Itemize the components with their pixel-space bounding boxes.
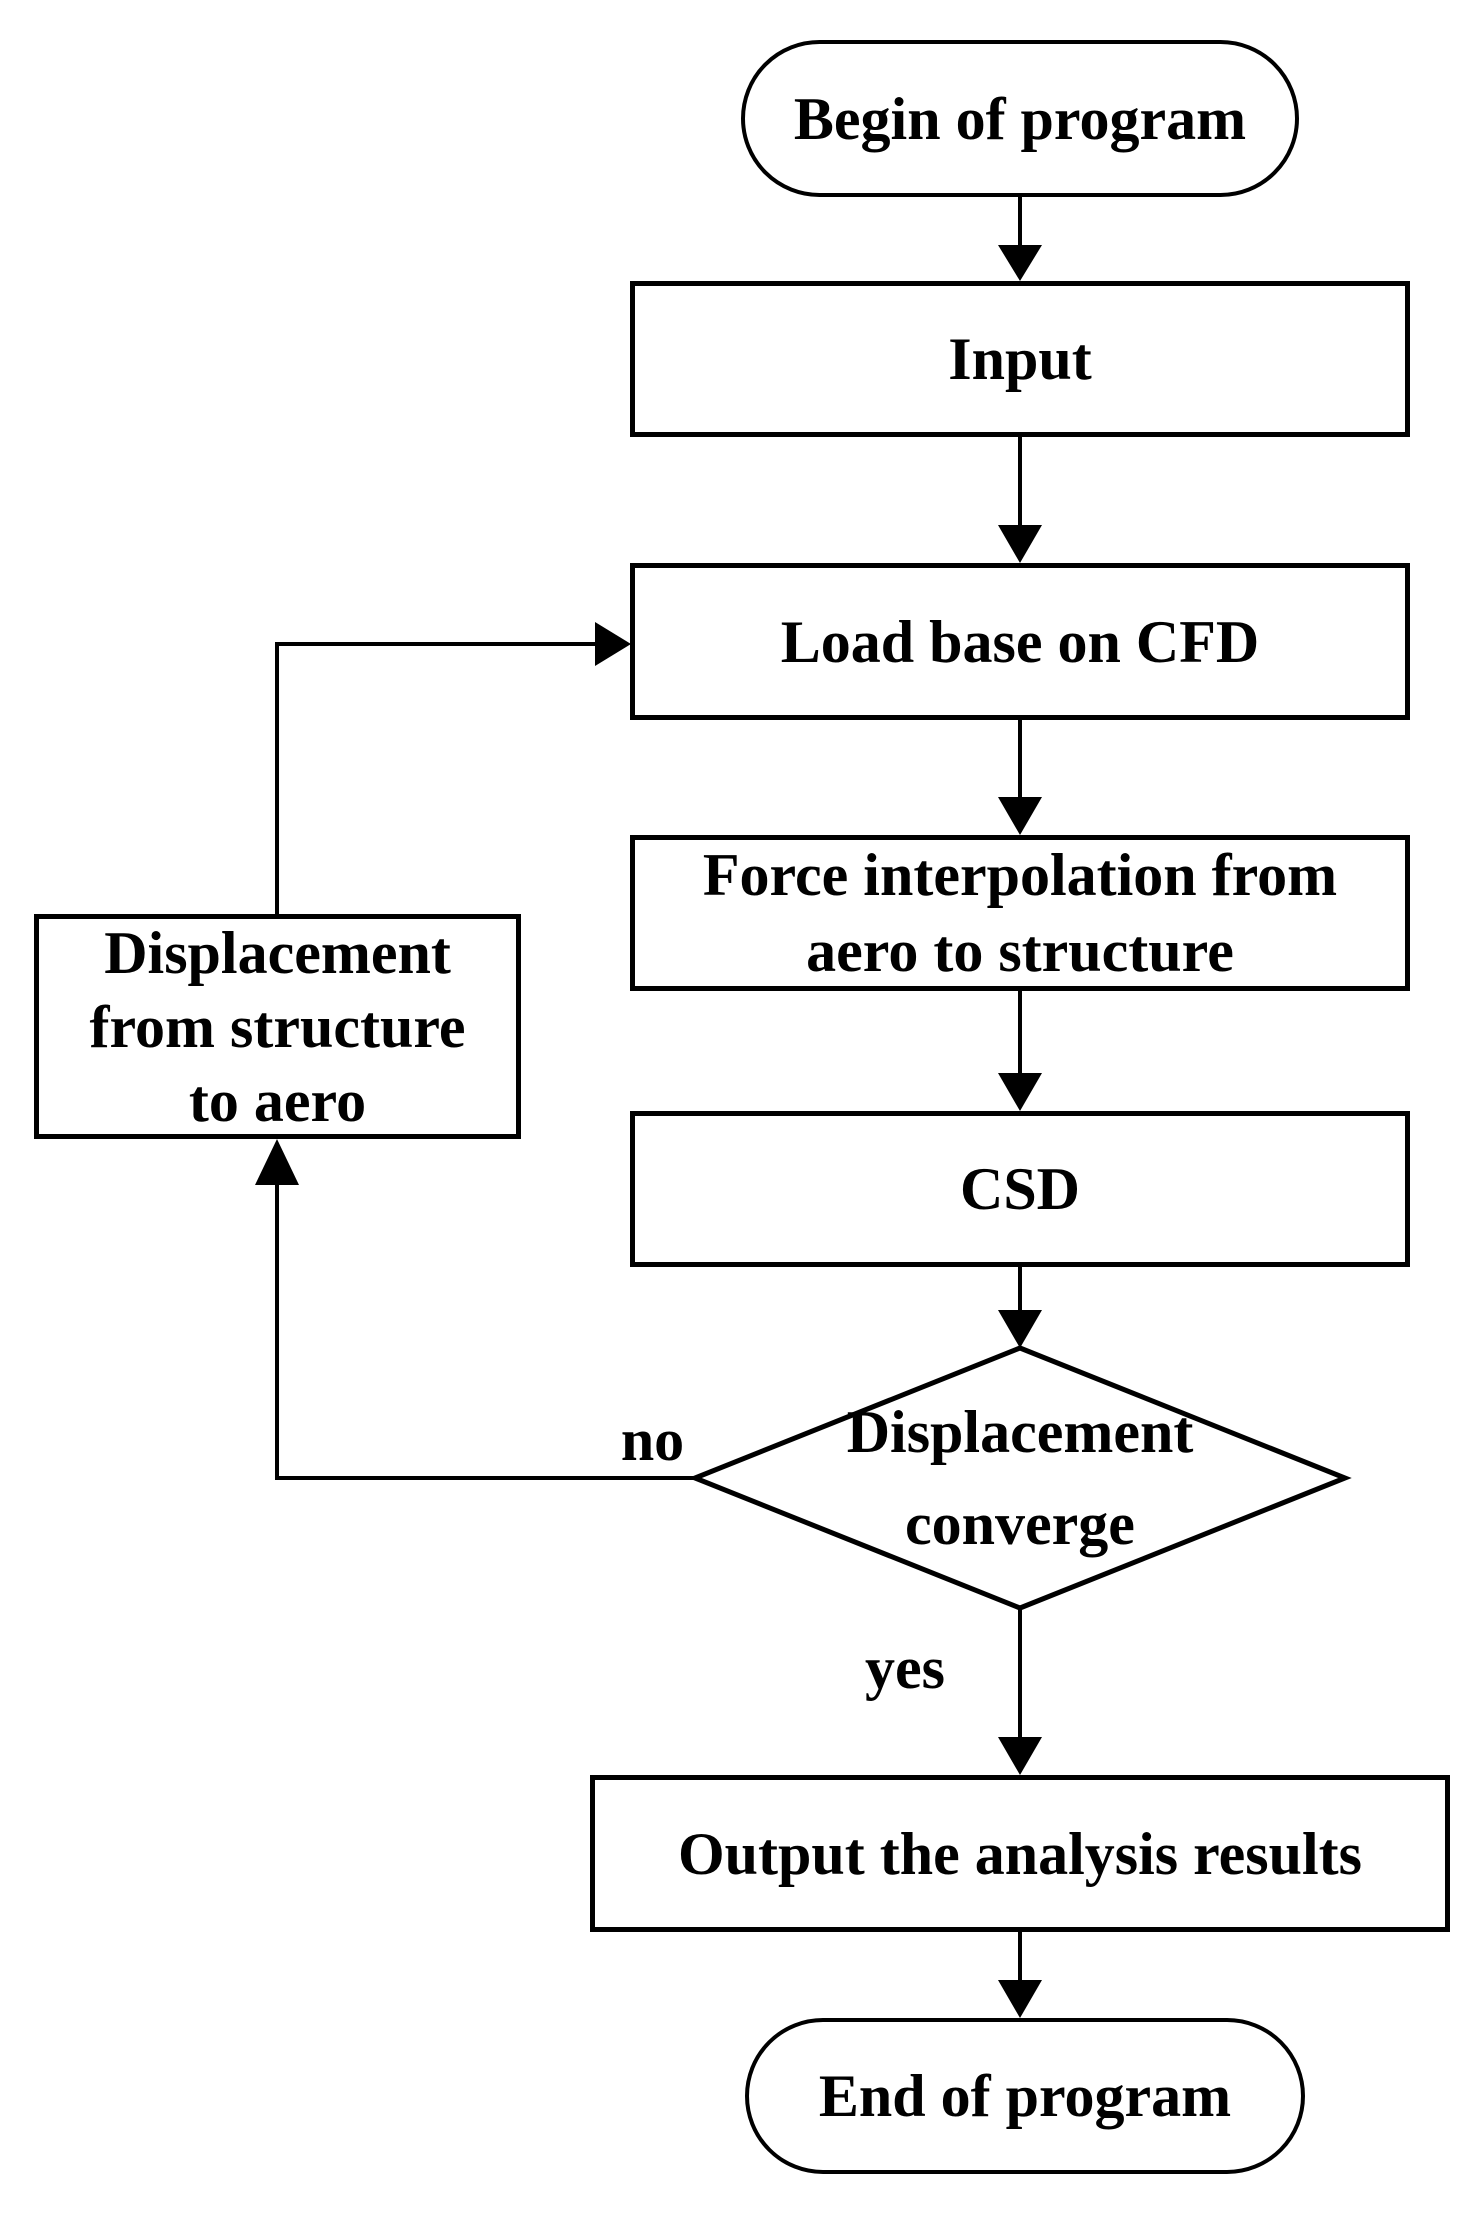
node-label-line: from structure <box>89 993 466 1060</box>
arrowhead-begin-to-input <box>998 245 1042 281</box>
node-label: Input <box>948 326 1092 392</box>
node-label-line: Force interpolation from <box>702 842 1338 908</box>
node-label-line: aero to structure <box>806 918 1234 984</box>
node-label: Output the analysis results <box>677 1820 1363 1887</box>
node-label-line: converge <box>905 1491 1135 1557</box>
node-label: Load base on CFD <box>780 608 1260 675</box>
arrowhead-loop-to-load <box>595 622 631 666</box>
arrow-no-branch <box>275 1185 695 1480</box>
node-force-interpolation: Force interpolation from aero to structu… <box>630 835 1410 991</box>
node-input: Input <box>630 281 1410 437</box>
arrowhead-force-to-csd <box>998 1073 1042 1111</box>
node-label: CSD <box>959 1156 1081 1222</box>
node-displacement-from-structure-to-aero: Displacement from structure to aero <box>34 914 521 1139</box>
node-begin-of-program: Begin of program <box>741 40 1299 197</box>
arrowhead-output-to-end <box>998 1980 1042 2018</box>
arrowhead-load-to-force <box>998 797 1042 835</box>
node-end-of-program: End of program <box>745 2018 1305 2174</box>
arrow-loop-to-load <box>275 642 595 914</box>
edge-label-yes: yes <box>865 1634 945 1701</box>
arrowhead-csd-to-decision <box>998 1310 1042 1348</box>
arrowhead-input-to-load <box>998 525 1042 563</box>
node-label: Begin of program <box>793 85 1247 152</box>
arrowhead-yes-branch <box>998 1737 1042 1775</box>
node-label-line: to aero <box>188 1067 367 1134</box>
edge-label-no: no <box>620 1406 685 1473</box>
node-output-analysis-results: Output the analysis results <box>590 1775 1450 1932</box>
node-label: End of program <box>818 2063 1232 2129</box>
arrowhead-no-branch <box>255 1139 299 1185</box>
node-label-line: Displacement <box>104 919 451 986</box>
node-label-line: Displacement <box>846 1399 1194 1465</box>
node-decision-displacement-converge: Displacement converge <box>720 1361 1320 1595</box>
node-csd: CSD <box>630 1111 1410 1267</box>
node-load-base-on-cfd: Load base on CFD <box>630 563 1410 720</box>
